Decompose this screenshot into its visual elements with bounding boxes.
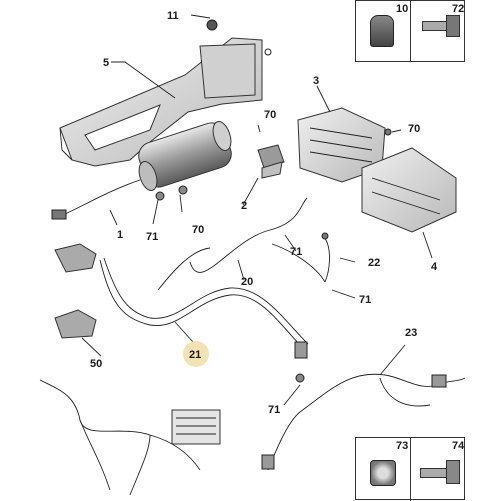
callout-22[interactable]: 22 xyxy=(368,257,380,269)
callout-3[interactable]: 3 xyxy=(313,75,319,87)
callout-71d[interactable]: 71 xyxy=(268,404,280,416)
inset-label-74[interactable]: 74 xyxy=(452,440,465,452)
callout-20[interactable]: 20 xyxy=(241,276,253,288)
pipe-21[interactable] xyxy=(99,257,309,383)
cover-part[interactable] xyxy=(361,147,457,233)
hose-22[interactable] xyxy=(271,232,330,283)
pipe-20[interactable] xyxy=(157,197,308,291)
highlight-circle xyxy=(183,341,209,367)
nut-icon xyxy=(370,460,396,486)
bracket-part[interactable] xyxy=(59,19,272,167)
inset-bottom-divider xyxy=(410,438,412,501)
bracket-block-part[interactable] xyxy=(257,144,285,179)
callout-numbers: 11 5 3 70 70 70 2 1 71 71 71 71 20 22 4 … xyxy=(90,10,438,416)
callout-71b[interactable]: 71 xyxy=(290,246,302,258)
callout-70b[interactable]: 70 xyxy=(408,123,420,135)
harness-23[interactable] xyxy=(261,373,466,471)
callout-11[interactable]: 11 xyxy=(167,10,179,22)
canister-part[interactable] xyxy=(51,119,235,220)
leader-lines xyxy=(81,14,433,406)
inset-bottom: 73 74 xyxy=(355,437,465,501)
inset-label-72[interactable]: 72 xyxy=(452,3,465,15)
callout-4[interactable]: 4 xyxy=(431,261,438,273)
callout-50[interactable]: 50 xyxy=(90,358,102,370)
inset-label-73[interactable]: 73 xyxy=(396,440,409,452)
left-harness[interactable] xyxy=(39,379,221,496)
screw-head-icon xyxy=(446,15,460,37)
inset-top-divider xyxy=(410,1,412,61)
callout-70a[interactable]: 70 xyxy=(264,109,276,121)
callout-71c[interactable]: 71 xyxy=(359,294,371,306)
connector-50[interactable] xyxy=(54,243,97,339)
callout-1[interactable]: 1 xyxy=(117,229,123,241)
inset-top: 10 72 xyxy=(355,0,465,62)
bolt-head-icon xyxy=(446,460,460,484)
callout-23[interactable]: 23 xyxy=(405,327,417,339)
callout-21[interactable]: 21 xyxy=(189,349,201,361)
inset-label-10[interactable]: 10 xyxy=(396,3,409,15)
callout-70c[interactable]: 70 xyxy=(192,224,204,236)
rubber-grommet-icon xyxy=(370,15,394,47)
callout-71a[interactable]: 71 xyxy=(146,231,158,243)
callout-2[interactable]: 2 xyxy=(241,200,247,212)
callout-5[interactable]: 5 xyxy=(103,57,109,69)
